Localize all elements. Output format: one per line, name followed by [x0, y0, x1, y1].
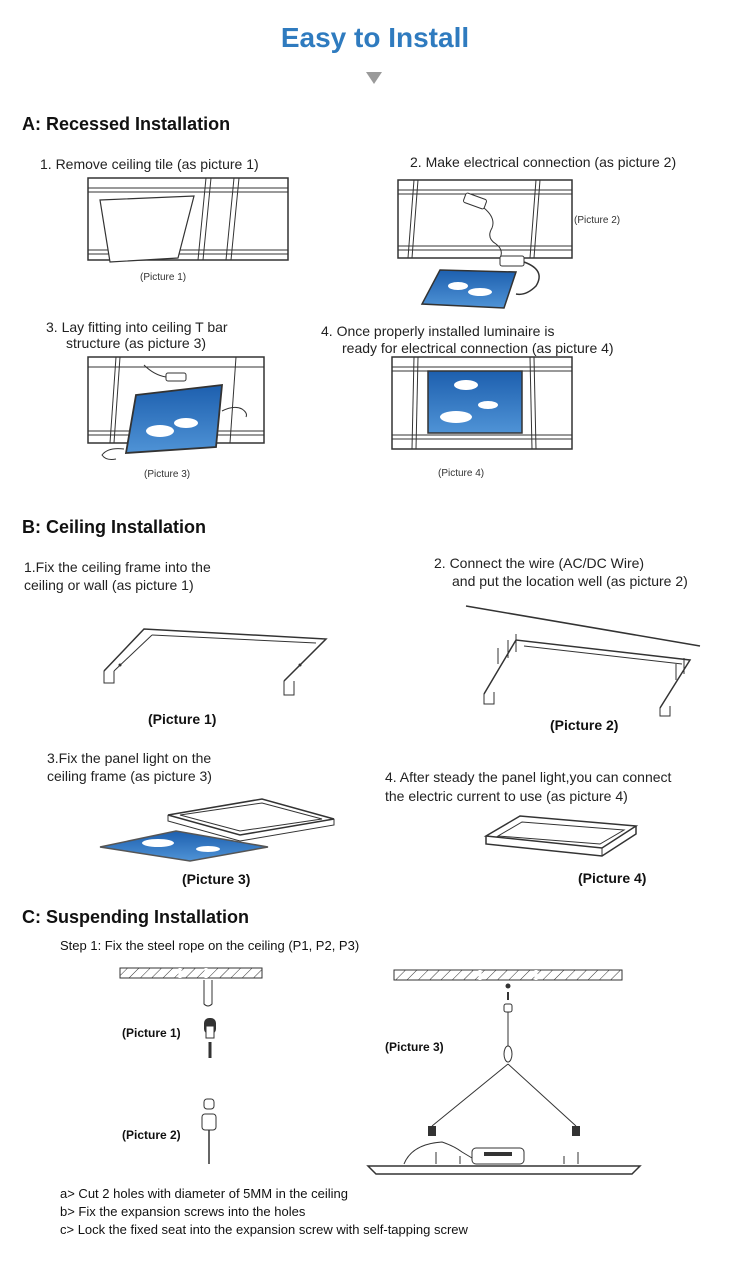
a-step3-line1: 3. Lay fitting into ceiling T bar [46, 319, 228, 335]
b-picture2-illustration [465, 605, 701, 717]
c-picture1-2-illustration [119, 967, 263, 1164]
a-picture2-caption: (Picture 2) [574, 215, 621, 226]
b-step4-line1: 4. After steady the panel light,you can … [385, 769, 672, 785]
c-note-a: a> Cut 2 holes with diameter of 5MM in t… [60, 1186, 348, 1201]
b-step1-line1: 1.Fix the ceiling frame into the [24, 559, 211, 575]
a-step4-line1: 4. Once properly installed luminaire is [321, 323, 555, 339]
c-note-c: c> Lock the fixed seat into the expansio… [60, 1222, 468, 1237]
b-picture4-caption: (Picture 4) [578, 870, 647, 886]
page-title: Easy to Install [280, 22, 470, 53]
b-step2-line1: 2. Connect the wire (AC/DC Wire) [434, 555, 645, 571]
c-note-b: b> Fix the expansion screws into the hol… [60, 1204, 306, 1219]
section-a-heading: A: Recessed Installation [22, 114, 231, 134]
down-arrow-icon [366, 72, 382, 84]
a-picture4-caption: (Picture 4) [438, 468, 485, 479]
b-step3-line1: 3.Fix the panel light on the [47, 750, 212, 766]
c-picture3-caption: (Picture 3) [385, 1040, 444, 1054]
c-picture3-illustration [366, 969, 642, 1175]
a-step2-text: 2. Make electrical connection (as pictur… [410, 154, 677, 170]
a-picture3-caption: (Picture 3) [144, 469, 191, 480]
b-step2-line2: and put the location well (as picture 2) [452, 573, 688, 589]
b-picture4-illustration [483, 815, 639, 857]
section-c-heading: C: Suspending Installation [22, 907, 250, 927]
a-picture2-illustration [397, 179, 573, 309]
a-step3-line2: structure (as picture 3) [66, 335, 207, 351]
b-picture1-caption: (Picture 1) [148, 711, 217, 727]
b-picture3-caption: (Picture 3) [182, 871, 251, 887]
b-picture1-illustration [103, 628, 328, 696]
a-picture1-illustration [87, 177, 289, 263]
b-picture2-caption: (Picture 2) [550, 717, 619, 733]
a-picture1-caption: (Picture 1) [140, 272, 187, 283]
b-step4-line2: the electric current to use (as picture … [385, 788, 628, 804]
c-picture1-caption: (Picture 1) [122, 1026, 181, 1040]
a-step1-text: 1. Remove ceiling tile (as picture 1) [40, 156, 259, 172]
a-picture4-illustration [391, 356, 573, 450]
b-step3-line2: ceiling frame (as picture 3) [47, 768, 212, 784]
b-picture3-illustration [99, 798, 335, 862]
a-picture3-illustration [87, 356, 265, 460]
b-step1-line2: ceiling or wall (as picture 1) [24, 577, 194, 593]
c-step1-text: Step 1: Fix the steel rope on the ceilin… [60, 938, 360, 953]
section-b-heading: B: Ceiling Installation [22, 517, 207, 537]
c-picture2-caption: (Picture 2) [122, 1128, 181, 1142]
a-step4-line2: ready for electrical connection (as pict… [342, 340, 614, 356]
